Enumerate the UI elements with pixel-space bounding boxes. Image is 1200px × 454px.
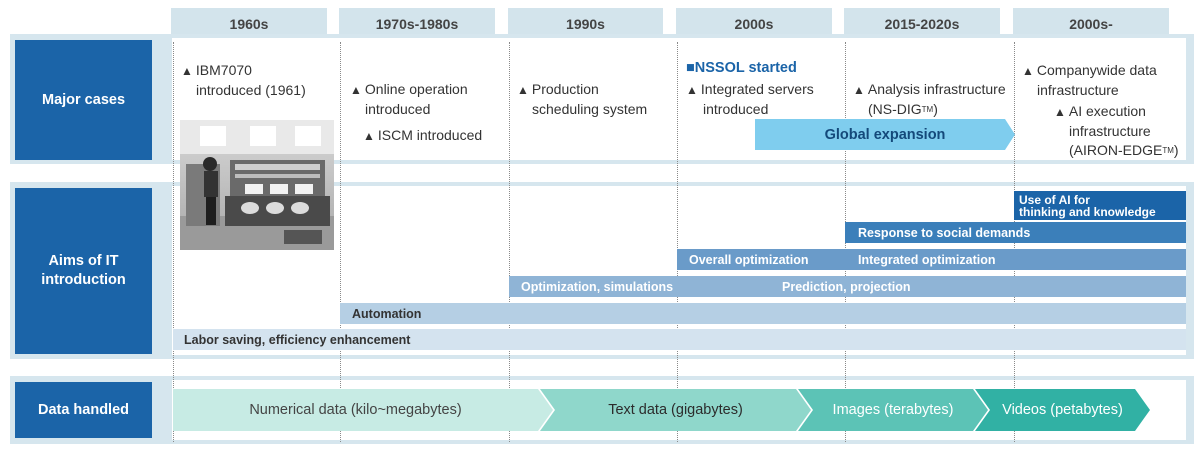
row-label-data-handled: Data handled — [15, 382, 152, 438]
data-arrow-videos — [975, 389, 1150, 431]
data-label-images: Images (terabytes) — [832, 402, 954, 418]
triangle-icon: ▲ — [350, 83, 362, 97]
global-expansion-label: Global expansion — [824, 126, 946, 143]
data-arrow-text — [540, 389, 811, 431]
period-divider — [340, 42, 341, 442]
data-label-numerical: Numerical data (kilo~megabytes) — [249, 402, 462, 418]
case-production-scheduling: ▲Production scheduling system — [517, 81, 648, 117]
row-label-major-cases: Major cases — [15, 40, 152, 160]
period-divider — [509, 42, 510, 442]
triangle-icon: ▲ — [181, 64, 193, 78]
data-arrow-numerical — [173, 389, 553, 431]
ibm7070-photo — [180, 120, 334, 250]
case-analysis-infrastructure: ▲Analysis infrastructure (NS-DIGTM) — [853, 81, 1006, 117]
triangle-icon: ▲ — [853, 83, 865, 97]
aim-labor-saving: Labor saving, efficiency enhancement — [173, 329, 1186, 350]
row-label-aims: Aims of IT introduction — [15, 188, 152, 354]
data-arrow-images — [798, 389, 988, 431]
case-iscm: ▲ISCM introduced — [363, 127, 483, 143]
case-integrated-servers: ▲Integrated servers introduced — [686, 81, 814, 117]
case-ibm7070: ▲IBM7070 introduced (1961) — [181, 62, 306, 98]
case-online-operation: ▲Online operation introduced — [350, 81, 468, 117]
triangle-icon: ▲ — [1054, 105, 1066, 119]
data-handled-arrows — [173, 389, 1150, 431]
triangle-icon: ▲ — [363, 129, 375, 143]
data-label-text: Text data (gigabytes) — [608, 402, 743, 418]
global-expansion-arrow — [755, 119, 1015, 150]
aim-response-social-demands: Response to social demands — [845, 222, 1186, 243]
period-divider — [677, 42, 678, 442]
triangle-icon: ▲ — [686, 83, 698, 97]
case-companywide-data: ▲Companywide data infrastructure — [1022, 62, 1157, 98]
aim-automation: Automation — [340, 303, 1186, 324]
triangle-icon: ▲ — [1022, 64, 1034, 78]
period-divider — [173, 42, 174, 442]
aim-prediction-projection: Prediction, projection — [782, 279, 911, 294]
data-label-videos: Videos (petabytes) — [1002, 402, 1123, 418]
case-ai-execution: ▲AI execution infrastructure (AIRON-EDGE… — [1054, 103, 1179, 158]
aim-integrated-optimization: Integrated optimization — [845, 249, 1186, 270]
triangle-icon: ▲ — [517, 83, 529, 97]
case-nssol-started: ■NSSOL started — [686, 60, 797, 76]
aim-overall-optimization: Overall optimization — [677, 249, 845, 270]
aim-optimization-simulations: Optimization, simulations — [509, 276, 1186, 297]
square-icon: ■ — [686, 60, 695, 76]
aim-ai-thinking-knowledge: Use of AI for thinking and knowledge — [1014, 191, 1186, 220]
